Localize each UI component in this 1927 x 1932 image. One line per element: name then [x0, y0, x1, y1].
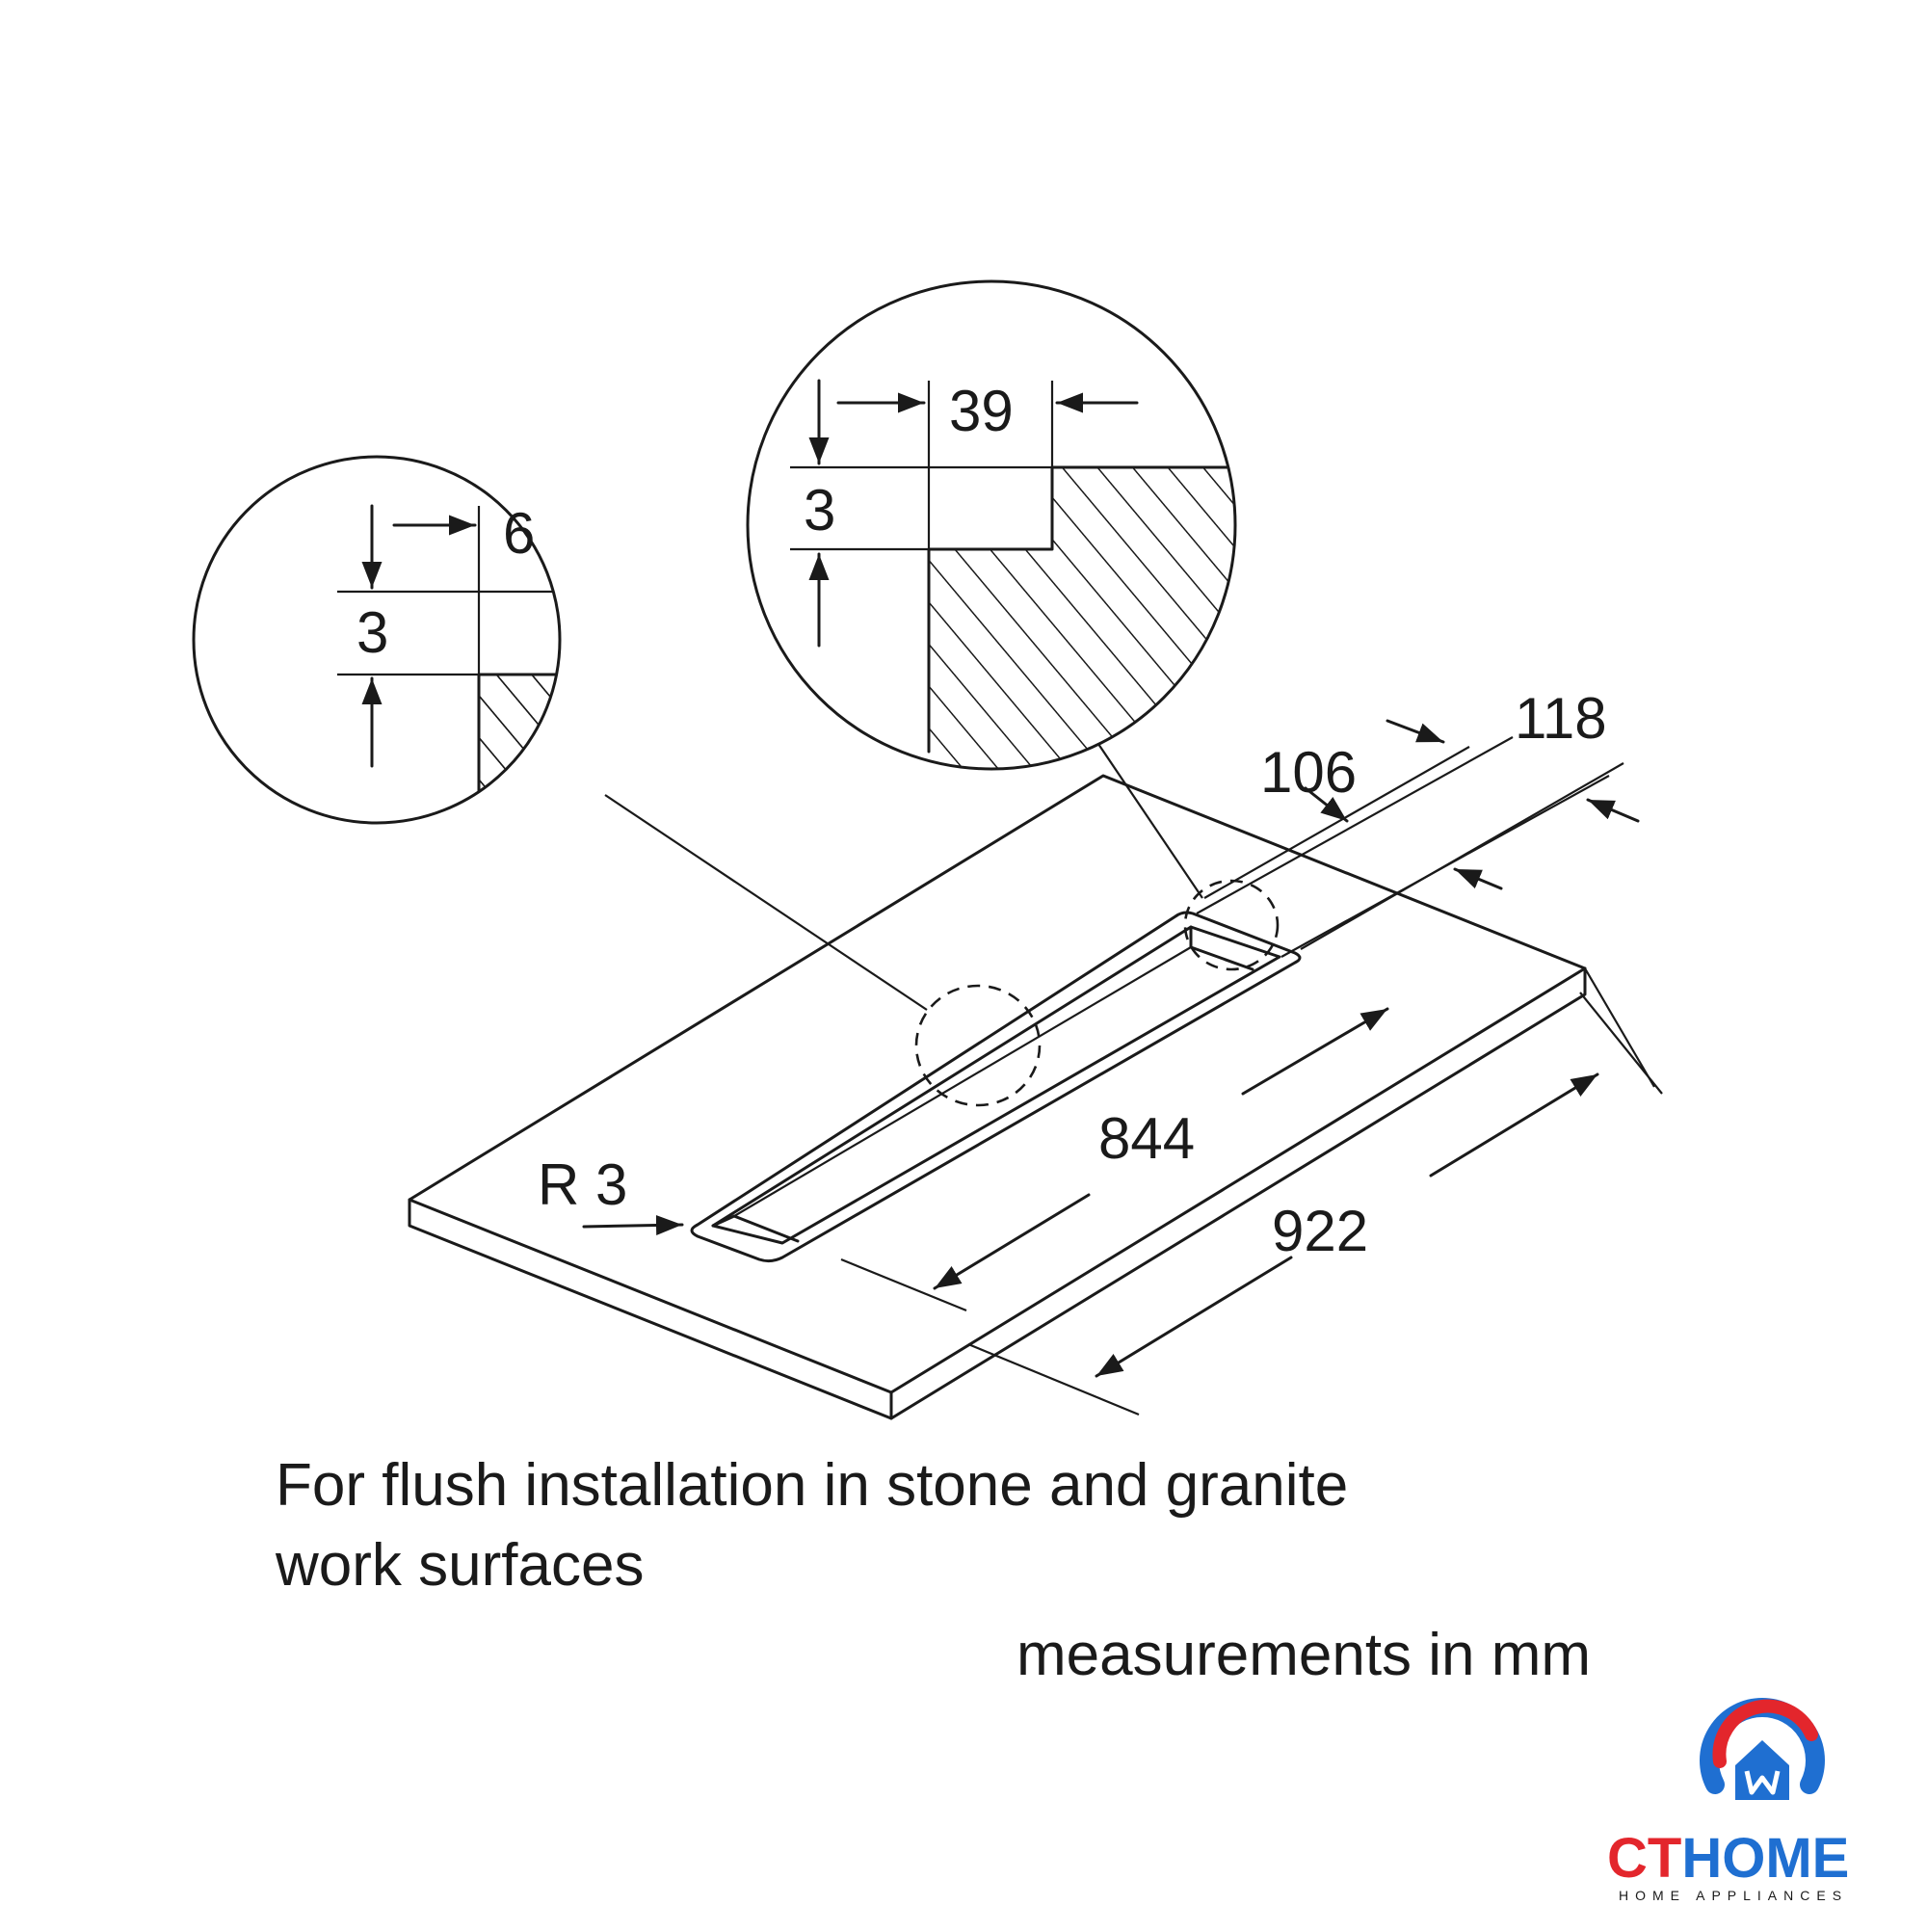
length-dimension-outer: 922 — [967, 967, 1663, 1416]
brand-logo: CTHOME HOME APPLIANCES — [1607, 1698, 1849, 1903]
brand-name-home: HOME — [1681, 1827, 1849, 1890]
detail-marker-left — [914, 984, 1042, 1107]
detail-circle-left: 6 3 — [192, 455, 562, 825]
leader-left — [604, 794, 928, 1011]
detail-right-depth: 3 — [804, 478, 835, 543]
dimension-844: 844 — [1098, 1106, 1195, 1171]
units-note: measurements in mm — [1016, 1622, 1591, 1688]
worktop-cutout — [690, 911, 1302, 1263]
dimension-r3: R 3 — [538, 1152, 627, 1217]
brand-tagline: HOME APPLIANCES — [1619, 1888, 1848, 1903]
house-icon — [1700, 1698, 1825, 1800]
detail-circle-right: 39 3 — [746, 279, 1237, 771]
detail-left-width: 6 — [503, 501, 535, 566]
width-dimensions: 106 118 — [1196, 686, 1640, 958]
dimension-118: 118 — [1515, 686, 1607, 751]
brand-name: CTHOME — [1607, 1827, 1849, 1890]
detail-right-width: 39 — [949, 379, 1014, 443]
detail-marker-right — [1183, 879, 1280, 971]
detail-left-depth: 3 — [356, 600, 388, 665]
radius-callout: R 3 — [538, 1152, 684, 1236]
worktop-slab — [408, 774, 1587, 1420]
caption-line-2: work surfaces — [275, 1532, 644, 1599]
dimension-106: 106 — [1260, 740, 1357, 805]
caption-line-1: For flush installation in stone and gran… — [276, 1452, 1348, 1519]
dimension-922: 922 — [1272, 1199, 1368, 1263]
brand-name-ct: CT — [1607, 1827, 1681, 1890]
length-dimension-inner: 844 — [840, 1007, 1389, 1312]
